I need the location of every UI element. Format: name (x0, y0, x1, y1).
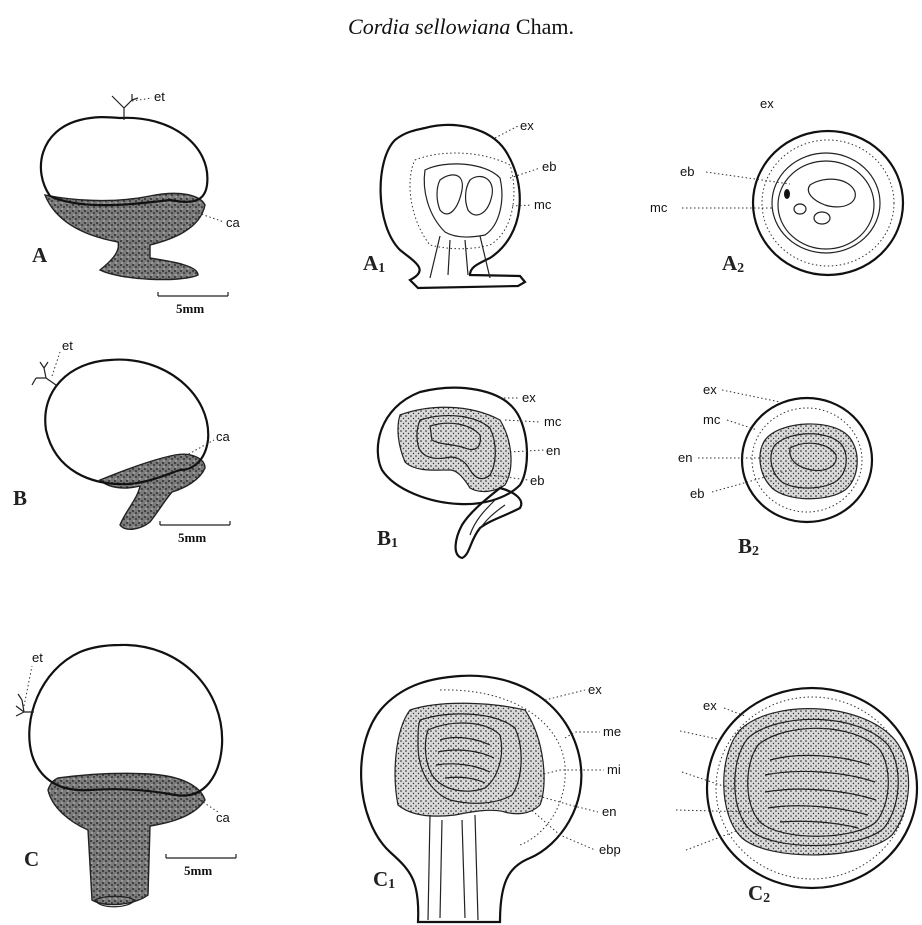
figure-B1: ex mc en eb B1 (377, 388, 562, 558)
label-B1-eb: eb (530, 473, 544, 488)
label-C1-en: en (602, 804, 616, 819)
figure-B: et ca B 5mm (13, 338, 231, 545)
leader-B-et (52, 352, 60, 376)
stalk-B1 (456, 488, 522, 558)
figure-A1: ex eb mc A1 (363, 118, 556, 288)
leader-C1-mi (540, 770, 604, 775)
scale-label-B: 5mm (178, 530, 206, 545)
leader-B-ca (185, 440, 214, 456)
fruit-calyx-C (48, 773, 205, 904)
leader-A1-ex (495, 126, 518, 138)
label-B1-mc: mc (544, 414, 562, 429)
figure-label-A: A (32, 243, 48, 267)
section-outline-A1 (381, 125, 525, 288)
label-A-et: et (154, 89, 165, 104)
label-A2-mc: mc (650, 200, 668, 215)
label-B1-ex: ex (522, 390, 536, 405)
label-B2-eb: eb (690, 486, 704, 501)
figure-label-C2: C2 (748, 881, 770, 906)
label-C2-ex: ex (703, 698, 717, 713)
label-C1-mi: mi (607, 762, 621, 777)
scale-label-C: 5mm (184, 863, 212, 878)
label-B-et: et (62, 338, 73, 353)
leader-C1-en (535, 795, 598, 812)
label-C1-ex: ex (588, 682, 602, 697)
label-A2-ex: ex (760, 96, 774, 111)
locule-A1-1 (437, 175, 462, 214)
leader-B2-ex (722, 390, 780, 402)
figure-C2: ex C2 (676, 688, 917, 906)
figure-B2: ex mc en eb B2 (678, 382, 872, 559)
locule-A2-3 (814, 212, 830, 224)
label-C1-ebp: ebp (599, 842, 621, 857)
label-C1-me: me (603, 724, 621, 739)
embryo-A2 (784, 189, 790, 199)
style-remnant-B (32, 362, 56, 385)
label-A1-eb: eb (542, 159, 556, 174)
scale-label-A: 5mm (176, 301, 204, 316)
figure-A: et ca A 5mm (32, 89, 241, 316)
figure-C1: ex me mi en ebp C1 (361, 676, 621, 922)
style-remnant-A (112, 94, 138, 120)
mesocarp-A1 (410, 153, 514, 249)
fruit-body-A (41, 117, 208, 205)
label-C-et: et (32, 650, 43, 665)
label-B2-ex: ex (703, 382, 717, 397)
endocarp-B1 (398, 407, 511, 491)
figure-label-A1: A1 (363, 251, 385, 276)
locule-A2-2 (794, 204, 806, 214)
leader-C2-me (680, 731, 722, 740)
leader-A-ca (198, 213, 224, 222)
leader-C-et (24, 666, 32, 706)
figure-label-B: B (13, 486, 27, 510)
figure-C: et ca C 5mm (16, 645, 236, 907)
endocarp-ring-C2 (724, 709, 909, 855)
stalk-C1 (428, 815, 478, 920)
label-C-ca: ca (216, 810, 231, 825)
figure-A2: ex eb mc A2 (650, 96, 903, 276)
leader-C1-ex (545, 690, 585, 700)
mesocarp-A2 (772, 153, 880, 253)
locule-A2-1 (808, 179, 855, 207)
stalk-A1 (430, 236, 490, 278)
figure-label-C1: C1 (373, 867, 395, 892)
locule-A1-2 (466, 176, 493, 215)
label-B-ca: ca (216, 429, 231, 444)
label-A1-mc: mc (534, 197, 552, 212)
leader-A2-eb (706, 172, 790, 184)
label-B2-mc: mc (703, 412, 721, 427)
fruit-calyx-A (45, 193, 205, 279)
figure-label-B2: B2 (738, 534, 759, 559)
leader-A1-mc (512, 205, 532, 206)
fruit-calyx-B (100, 454, 205, 529)
label-B1-en: en (546, 443, 560, 458)
label-B2-en: en (678, 450, 692, 465)
figure-label-C: C (24, 847, 39, 871)
figure-label-A2: A2 (722, 251, 744, 276)
label-A1-ex: ex (520, 118, 534, 133)
figure-label-B1: B1 (377, 526, 398, 551)
label-A2-eb: eb (680, 164, 694, 179)
label-A-ca: ca (226, 215, 241, 230)
